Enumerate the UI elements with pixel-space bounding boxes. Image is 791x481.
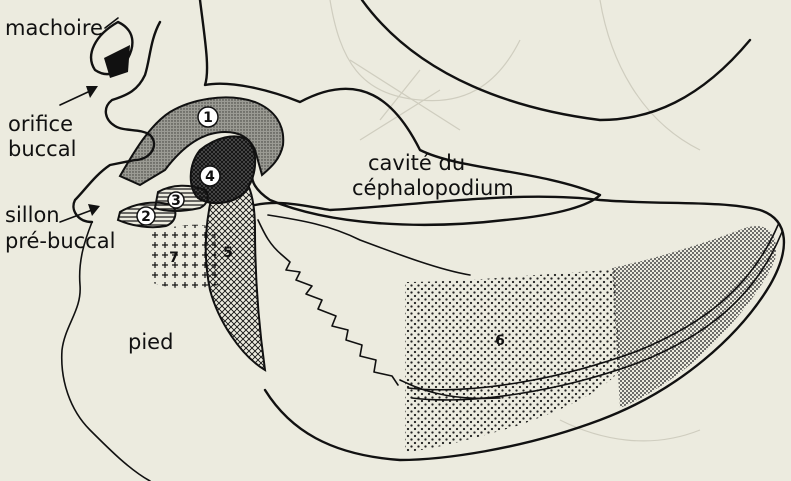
badge-4: 4 [200,166,220,186]
region-5-number: 5 [223,245,233,261]
label-sillon-line1: sillon [5,203,60,227]
arrow-sillon [60,210,92,222]
label-sillon-line2: pré-buccal [5,229,115,253]
label-machoire: machoire [5,16,103,40]
label-orifice-line2: buccal [8,137,76,161]
label-orifice-line1: orifice [8,112,73,136]
region-7 [150,225,218,289]
region-4-number: 4 [205,169,215,185]
label-cavite-line2: céphalopodium [352,176,514,200]
region-6-dense [612,226,776,408]
region-1-number: 1 [203,110,213,126]
region-3-number: 3 [171,193,181,209]
badge-1: 1 [198,107,218,127]
region-2-number: 2 [141,209,151,225]
label-pied: pied [128,330,173,354]
label-cavite-line1: cavité du [368,151,465,175]
badge-3: 3 [168,192,184,209]
arrow-orifice [60,92,88,105]
region-6-number: 6 [495,333,505,349]
badge-2: 2 [137,207,155,225]
glandular-border [258,220,398,385]
region-7-number: 7 [169,250,179,266]
